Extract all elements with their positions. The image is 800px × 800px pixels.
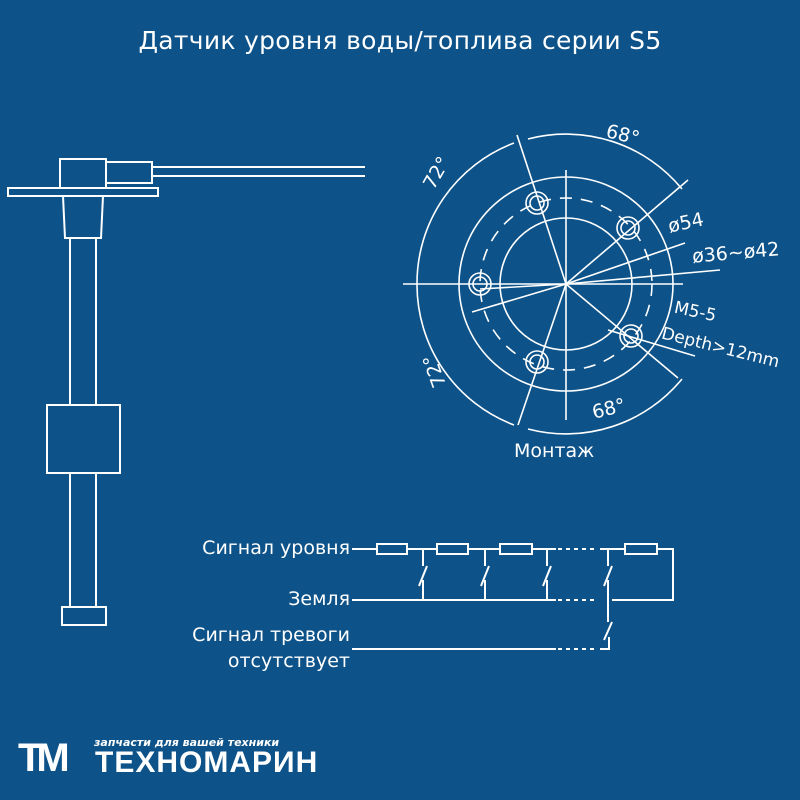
- resistor: [376, 543, 408, 555]
- mounting-diagram: [403, 133, 721, 435]
- page-title: Датчик уровня воды/топлива серии S5: [138, 26, 662, 55]
- reed-switches: [418, 549, 613, 641]
- level-signal-label: Сигнал уровня: [202, 537, 350, 559]
- sensor-end-cap: [61, 606, 107, 626]
- logo-mark: TM: [18, 736, 70, 780]
- dim-arc-bottom: [527, 378, 683, 435]
- alarm-absent-label: отсутствует: [227, 650, 350, 672]
- sensor-neck: [61, 195, 105, 239]
- ground-label: Земля: [288, 588, 350, 610]
- dim-arc-top: [527, 133, 683, 190]
- alarm-signal-label: Сигнал тревоги: [192, 624, 350, 646]
- sensor-flange: [7, 187, 159, 197]
- sensor-float: [46, 404, 121, 474]
- mounting-holes: [468, 191, 643, 374]
- sensor-drawing: [7, 158, 365, 626]
- resistor: [436, 543, 469, 555]
- resistor: [499, 543, 533, 555]
- logo-tagline: запчасти для вашей техники: [94, 736, 280, 749]
- resistor: [624, 543, 658, 555]
- wiring-schematic: [352, 543, 674, 650]
- sensor-head: [59, 158, 107, 189]
- mounting-caption: Монтаж: [514, 440, 595, 462]
- logo-name: ТЕХНОМАРИН: [95, 746, 319, 779]
- sensor-connector: [105, 161, 153, 184]
